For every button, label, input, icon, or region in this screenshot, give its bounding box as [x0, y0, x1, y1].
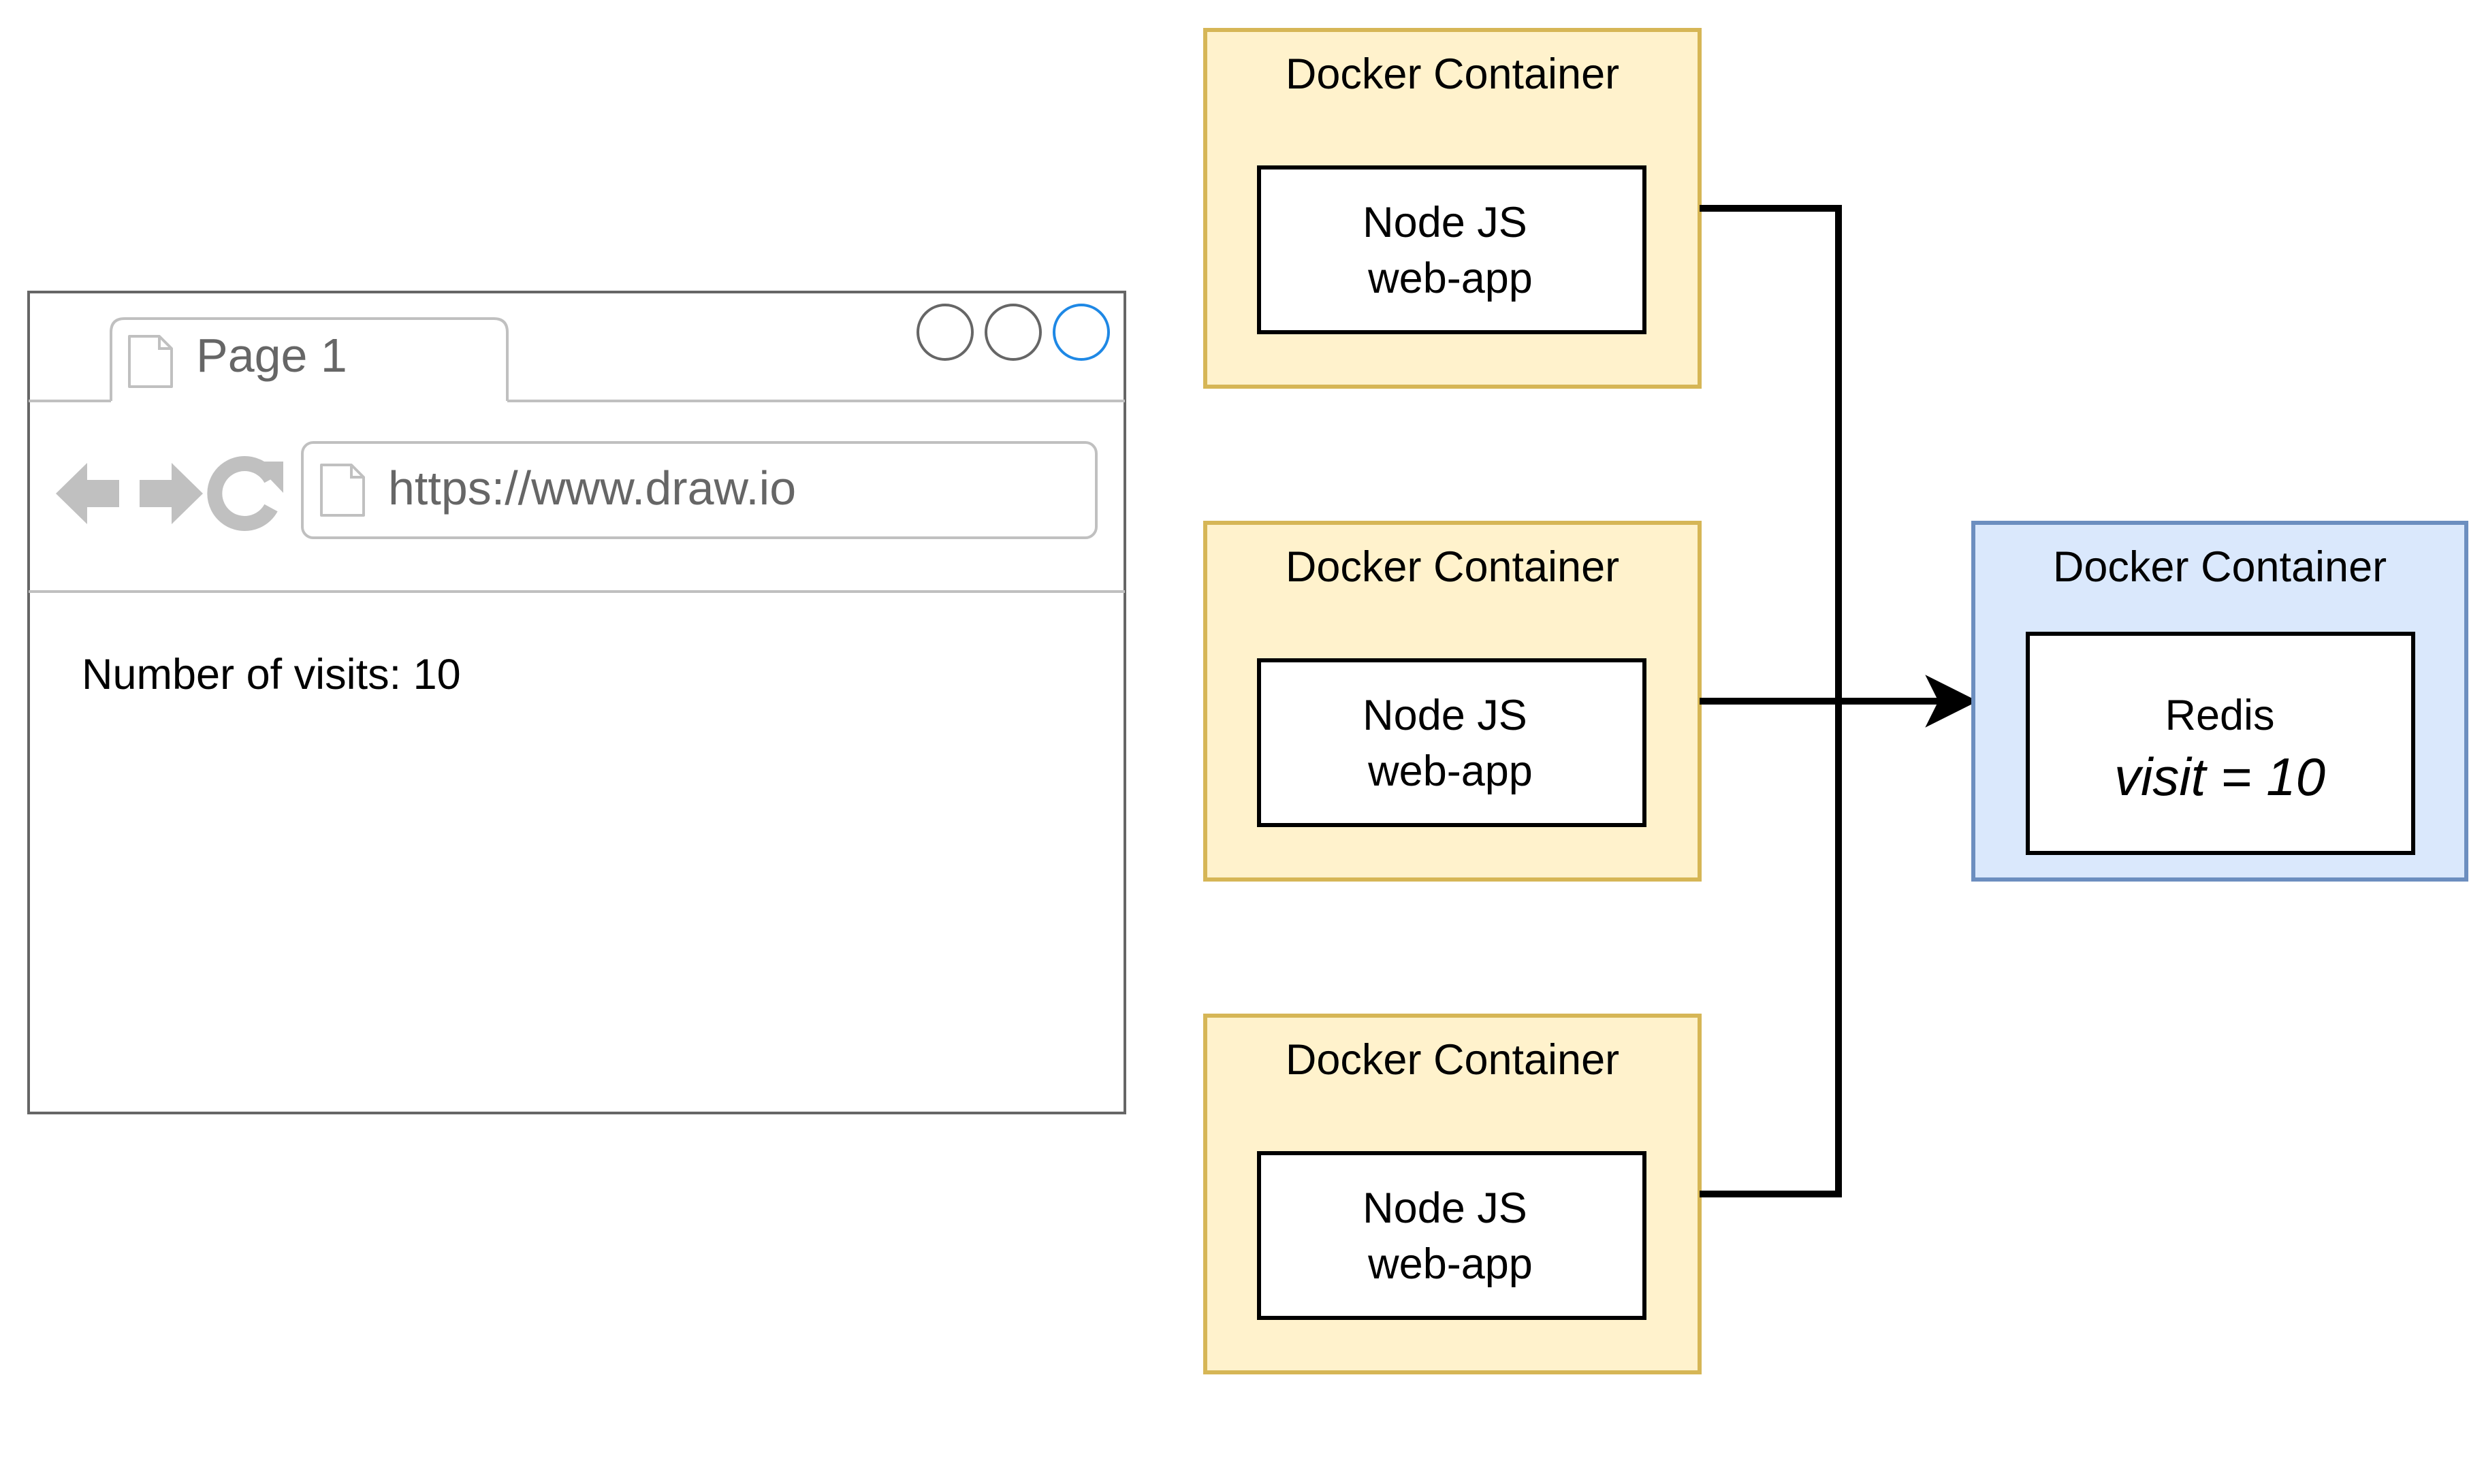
container-title: Docker Container — [1286, 1036, 1619, 1084]
service-line-2: web-app — [1367, 747, 1533, 795]
window-control-2[interactable] — [985, 304, 1042, 361]
service-box — [1257, 1151, 1646, 1320]
service-box — [1257, 658, 1646, 827]
address-bar-box — [301, 441, 1098, 539]
forward-arrow-icon[interactable] — [140, 463, 203, 524]
refresh-icon[interactable] — [207, 456, 283, 531]
redis-label: Redis — [2165, 692, 2274, 739]
node-container-2: Docker Container Node JS web-app — [1203, 521, 1702, 882]
url-page-icon — [320, 464, 365, 517]
redis-service-box — [2026, 632, 2415, 855]
window-control-1[interactable] — [917, 304, 974, 361]
node-container-3: Docker Container Node JS web-app — [1203, 1014, 1702, 1374]
redis-visit-value: visit = 10 — [2114, 747, 2325, 807]
tab-shape — [110, 317, 509, 401]
arrow-head-icon — [1925, 675, 1978, 728]
service-box — [1257, 165, 1646, 334]
tab-label: Page 1 — [196, 329, 347, 382]
service-line-2: web-app — [1367, 1240, 1533, 1288]
window-control-3[interactable] — [1053, 304, 1110, 361]
page-icon — [128, 335, 173, 388]
service-line-2: web-app — [1367, 255, 1533, 302]
redis-container: Docker Container Redis visit = 10 — [1971, 521, 2468, 882]
node-container-1: Docker Container Node JS web-app — [1203, 28, 1702, 389]
address-bar[interactable]: https://www.draw.io — [301, 441, 1098, 539]
url-text: https://www.draw.io — [388, 462, 796, 515]
browser-window: Page 1 https://www.draw.io Number of vis… — [27, 291, 1126, 1114]
visit-count-text: Number of visits: 10 — [82, 651, 461, 698]
container-title: Docker Container — [1286, 50, 1619, 98]
browser-frame — [27, 291, 1126, 1114]
connector-node-1 — [1700, 205, 1842, 701]
connector-node-3 — [1700, 701, 1842, 1197]
container-title: Docker Container — [2053, 543, 2387, 591]
connectors — [1700, 205, 1978, 1197]
service-line-1: Node JS — [1363, 1184, 1527, 1232]
back-arrow-icon[interactable] — [56, 463, 119, 524]
service-line-1: Node JS — [1363, 199, 1527, 246]
service-line-1: Node JS — [1363, 692, 1527, 739]
tab-page-1[interactable]: Page 1 — [110, 317, 509, 401]
container-title: Docker Container — [1286, 543, 1619, 591]
